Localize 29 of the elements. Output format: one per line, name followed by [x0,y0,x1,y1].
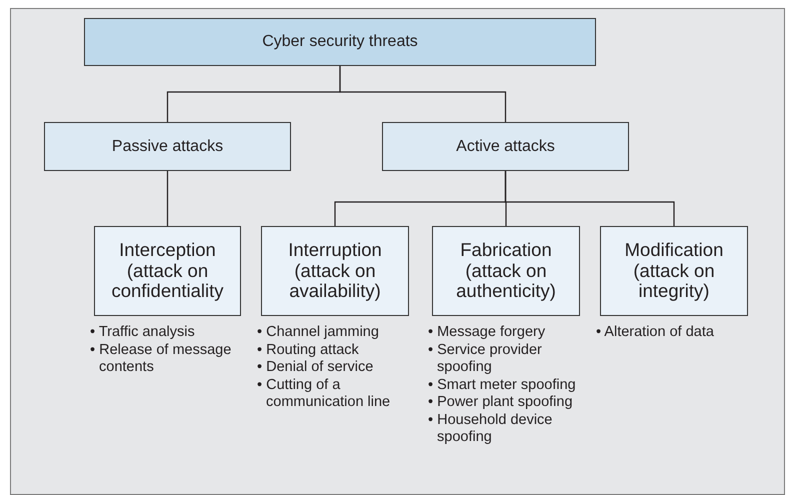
bullet-item: • Power plant spoofing [428,394,574,412]
bullet-item: • Cutting of a communication line [257,376,392,412]
bullet-item: • Household device spoofing [428,412,554,446]
bullet-item: • Release of message contents [90,342,232,376]
category-box [261,226,409,316]
bullet-item: • Traffic analysis [90,324,196,342]
bullet-item: • Message forgery [428,324,546,342]
category-box [44,122,291,171]
connector-line [339,66,506,122]
bullet-item: • Routing attack [257,342,360,359]
category-box [600,226,748,316]
category-box [84,18,596,66]
category-box [432,226,580,316]
bullet-item: • Denial of service [257,359,374,376]
box-label: Interruption (attack on availability) [287,240,383,302]
box-label: Interception (attack on confidentiality [110,240,225,302]
box-label: Active attacks [456,136,555,156]
bullet-item: • Alteration of data [596,324,715,342]
connector-line [166,171,168,226]
bullet-item: • Channel jamming [257,324,380,342]
category-box [382,122,629,171]
box-label: Passive attacks [112,136,224,156]
category-box [94,226,241,316]
bullet-item: • Service provider spoofing [428,342,543,376]
box-label: Fabrication (attack on authenticity) [455,240,557,302]
connector-line [504,171,675,226]
box-label: Cyber security threats [262,32,418,52]
bullet-item: • Smart meter spoofing [428,376,577,394]
box-label: Modification (attack on integrity) [624,240,724,302]
